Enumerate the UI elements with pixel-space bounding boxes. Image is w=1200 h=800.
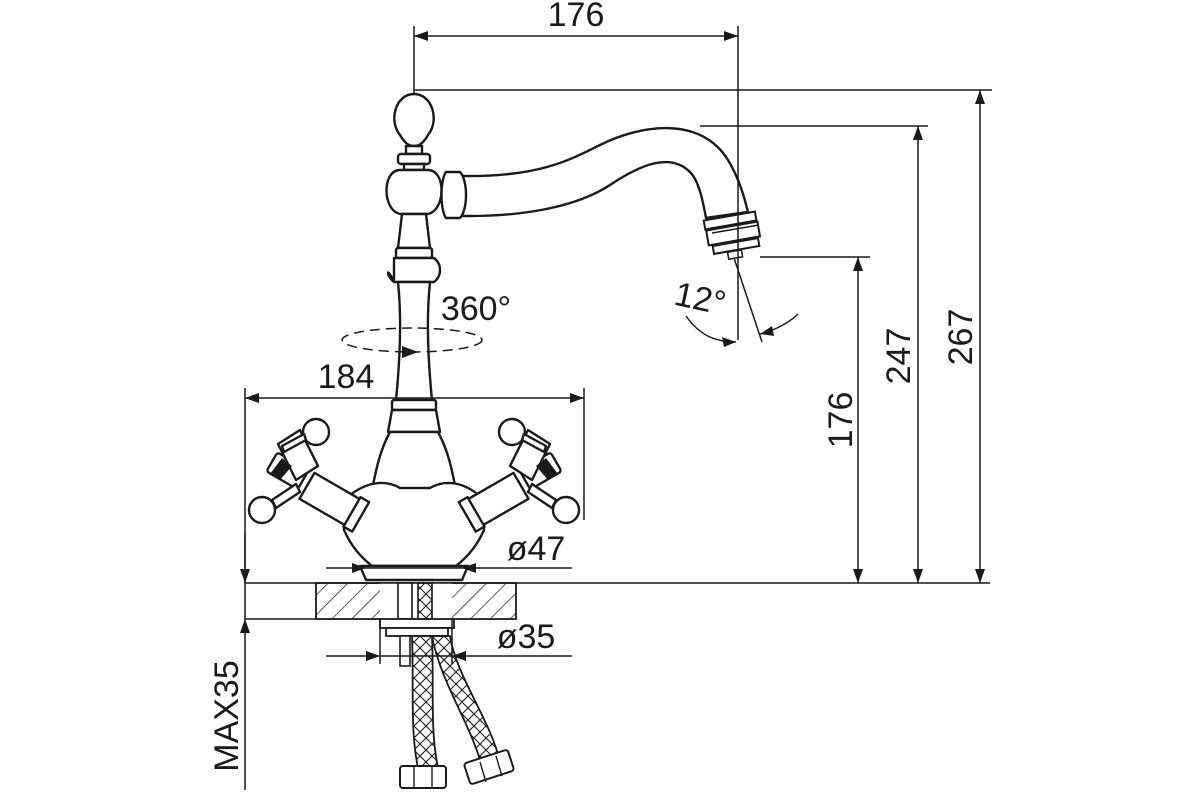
dim-outlet-tilt-label: 12° (671, 275, 729, 323)
spout-aerator (702, 210, 762, 261)
handle-left-indicator (270, 458, 292, 480)
dim-handle-span-label: 184 (318, 358, 375, 396)
dim-swivel: 360° (341, 290, 511, 358)
handle-left (247, 417, 371, 533)
dim-total-height: 267 (414, 89, 992, 583)
dim-deck-thickness-label: MAX35 (208, 660, 246, 772)
countertop (245, 582, 990, 620)
handle-right (457, 417, 581, 533)
dim-spout-top-height-label: 247 (880, 328, 918, 385)
dim-spout-reach: 176 (413, 0, 739, 340)
base-flange (358, 564, 470, 582)
dim-base-diameter: ø47 (326, 530, 572, 573)
dim-deck-thickness: MAX35 (208, 532, 250, 790)
top-finial (393, 92, 435, 148)
dim-outlet-tilt: 12° (671, 257, 799, 347)
handle-right-indicator (536, 458, 558, 480)
column-shaft (394, 280, 434, 402)
dim-outlet-height: 176 (760, 256, 870, 583)
swivel-collar (385, 168, 443, 216)
supply-hose-right (430, 635, 515, 785)
dim-mount-hole: ø35 (326, 618, 572, 664)
dim-swivel-label: 360° (441, 290, 511, 328)
column (370, 92, 468, 492)
dim-spout-top-height: 247 (700, 125, 928, 583)
dim-outlet-height-label: 176 (822, 392, 860, 449)
dim-base-diameter-label: ø47 (507, 530, 566, 568)
dim-spout-reach-label: 176 (548, 0, 605, 34)
column-base (370, 430, 458, 492)
supply-hose-left (399, 635, 447, 789)
spout (458, 126, 750, 220)
valve-body (342, 481, 486, 568)
dim-total-height-label: 267 (942, 309, 980, 366)
dim-mount-hole-label: ø35 (497, 618, 556, 656)
